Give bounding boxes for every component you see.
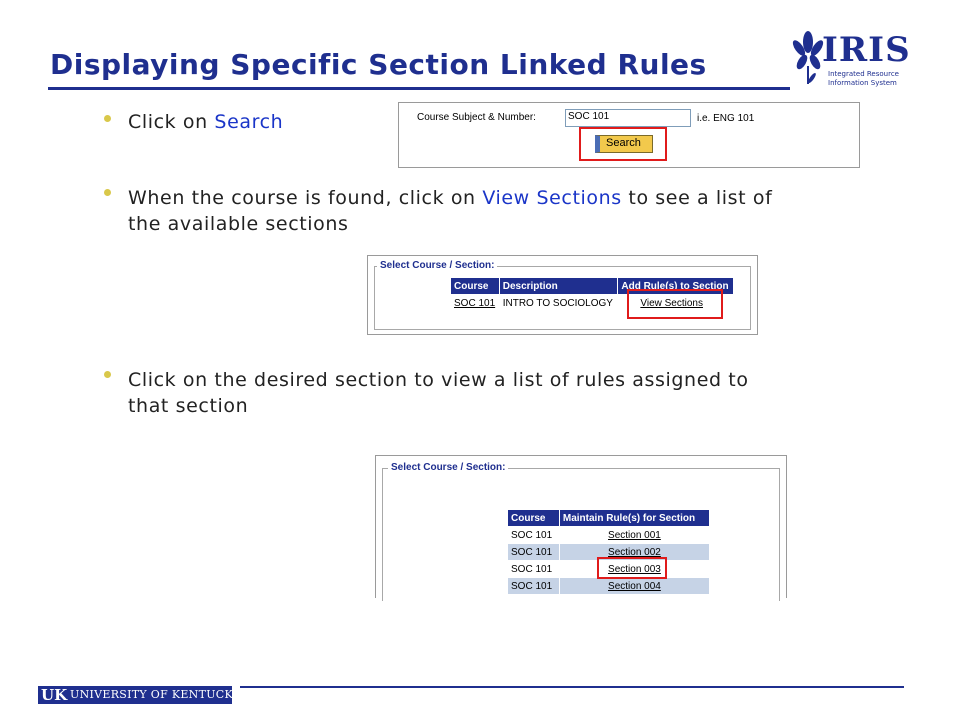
col-course: Course <box>507 509 560 527</box>
course-table-header: Course Description Add Rule(s) to Sectio… <box>450 277 734 295</box>
logo-subtitle-2: Information System <box>828 79 897 87</box>
bullet-3-text: Click on the desired section to view a l… <box>128 367 749 419</box>
view-sections-callout <box>627 289 723 319</box>
table-row: SOC 101 INTRO TO SOCIOLOGY View Sections <box>450 294 734 312</box>
course-field-label: Course Subject & Number: <box>417 112 536 123</box>
footer-rule <box>240 686 904 688</box>
bullet-dot <box>104 371 111 378</box>
uk-logo-mark: UK <box>41 686 68 704</box>
bullet-dot <box>104 189 111 196</box>
title-underline <box>48 87 790 90</box>
bullet-3-pre: Click on the desired section to view a l… <box>128 369 749 391</box>
search-screenshot: Course Subject & Number: SOC 101 i.e. EN… <box>398 102 860 168</box>
course-description: INTRO TO SOCIOLOGY <box>498 294 619 312</box>
bullet-3-line2: that section <box>128 395 249 417</box>
logo-title: IRIS <box>822 30 911 70</box>
course-screenshot: Select Course / Section: Course Descript… <box>367 255 758 335</box>
bullet-2-text: When the course is found, click on View … <box>128 185 772 237</box>
course-fieldset <box>374 266 751 330</box>
col-description: Description <box>498 277 619 295</box>
course-input[interactable]: SOC 101 <box>565 109 691 127</box>
section-link[interactable]: Section 004 <box>558 577 711 595</box>
search-callout <box>579 127 667 161</box>
section-table: Course Maintain Rule(s) for Section SOC … <box>507 509 711 595</box>
bullet-2-highlight: View Sections <box>482 187 622 209</box>
bullet-2-post: to see a list of <box>621 187 773 209</box>
search-button[interactable]: Search <box>595 135 653 153</box>
course-input-value: SOC 101 <box>568 111 610 122</box>
uk-logo-name: UNIVERSITY OF KENTUCKY <box>70 688 241 701</box>
row-course: SOC 101 <box>507 526 560 544</box>
section-fieldset <box>382 468 780 601</box>
col-course: Course <box>450 277 500 295</box>
view-sections-link[interactable]: View Sections <box>617 294 734 312</box>
row-course: SOC 101 <box>507 577 560 595</box>
bullet-1-pre: Click on <box>128 111 215 133</box>
table-row: SOC 101 Section 003 <box>507 560 711 578</box>
col-maintain-rules: Maintain Rule(s) for Section <box>558 509 711 527</box>
course-legend: Select Course / Section: <box>377 260 498 271</box>
table-row: SOC 101 Section 004 <box>507 577 711 595</box>
logo-subtitle-1: Integrated Resource <box>828 70 899 78</box>
course-link[interactable]: SOC 101 <box>450 294 500 312</box>
section-table-header: Course Maintain Rule(s) for Section <box>507 509 711 527</box>
bullet-1-text: Click on Search <box>128 109 283 135</box>
section-link[interactable]: Section 001 <box>558 526 711 544</box>
course-table: Course Description Add Rule(s) to Sectio… <box>450 277 734 312</box>
bullet-1-highlight: Search <box>214 111 284 133</box>
table-row: SOC 101 Section 002 <box>507 543 711 561</box>
course-hint: i.e. ENG 101 <box>697 113 755 124</box>
iris-flower-icon <box>792 31 824 84</box>
table-row: SOC 101 Section 001 <box>507 526 711 544</box>
row-course: SOC 101 <box>507 560 560 578</box>
bullet-2-line2: the available sections <box>128 213 349 235</box>
slide-title: Displaying Specific Section Linked Rules <box>50 48 707 81</box>
section-screenshot: Select Course / Section: Course Maintain… <box>375 455 787 601</box>
section-003-callout <box>597 557 667 579</box>
uk-logo <box>38 686 232 704</box>
bullet-2-pre: When the course is found, click on <box>128 187 483 209</box>
iris-logo <box>790 28 920 88</box>
section-legend: Select Course / Section: <box>388 462 509 473</box>
bullet-dot <box>104 115 111 122</box>
search-button-label: Search <box>606 137 641 149</box>
row-course: SOC 101 <box>507 543 560 561</box>
